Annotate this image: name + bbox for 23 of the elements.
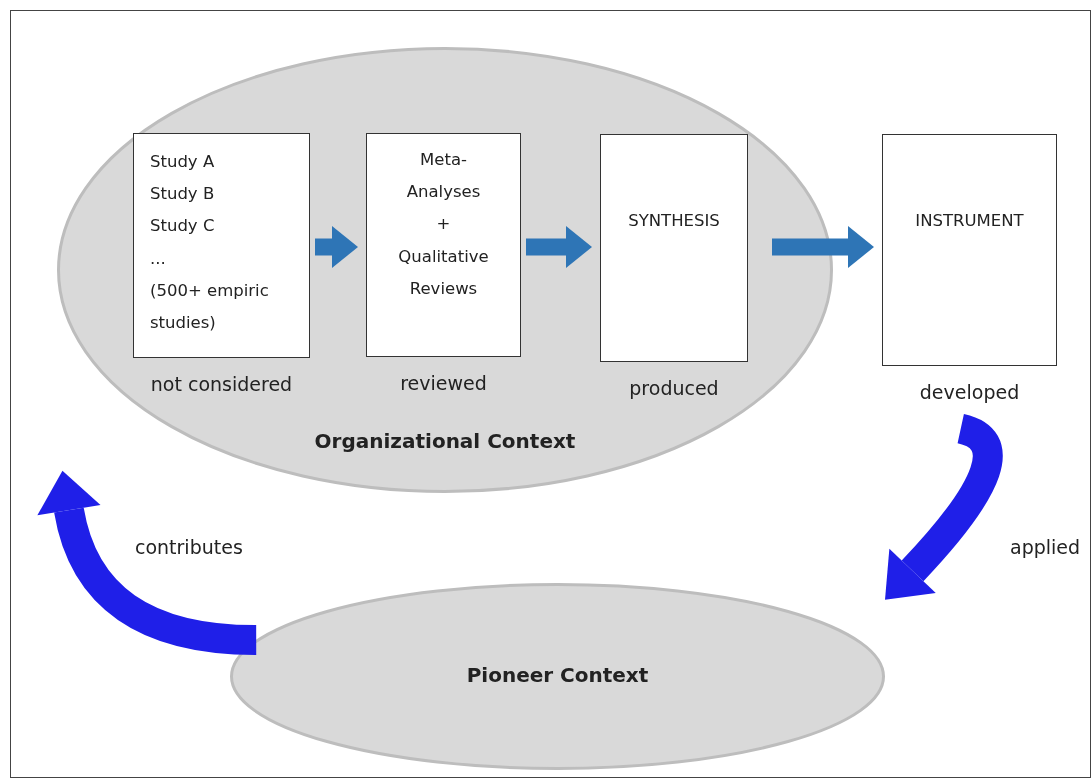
status-caption: produced [629, 377, 719, 399]
box-text: Study C [150, 215, 216, 238]
status-caption: not considered [150, 373, 293, 395]
context-title: Organizational Context [314, 429, 576, 453]
curved-arrow [37, 471, 257, 656]
box-text: Study A [150, 151, 216, 173]
box-text: Study B [150, 183, 216, 206]
box-text: SYNTHESIS [627, 210, 721, 232]
box-text: ... [150, 247, 167, 270]
context-title: Pioneer Context [466, 663, 649, 687]
box-text: (500+ empiric studies) [150, 279, 270, 334]
curved-arrow [885, 414, 1003, 601]
edge-label: applied [1010, 536, 1081, 558]
block-arrow [526, 226, 592, 268]
context-ellipse [57, 47, 833, 493]
box-text: Meta-Analyses + Qualitative Reviews [398, 149, 489, 300]
block-arrow [772, 226, 874, 268]
box-text: INSTRUMENT [914, 210, 1025, 232]
status-caption: reviewed [400, 372, 487, 394]
status-caption: developed [919, 381, 1020, 403]
block-arrow [315, 226, 358, 268]
edge-label: contributes [135, 536, 243, 558]
context-ellipse [230, 583, 885, 770]
